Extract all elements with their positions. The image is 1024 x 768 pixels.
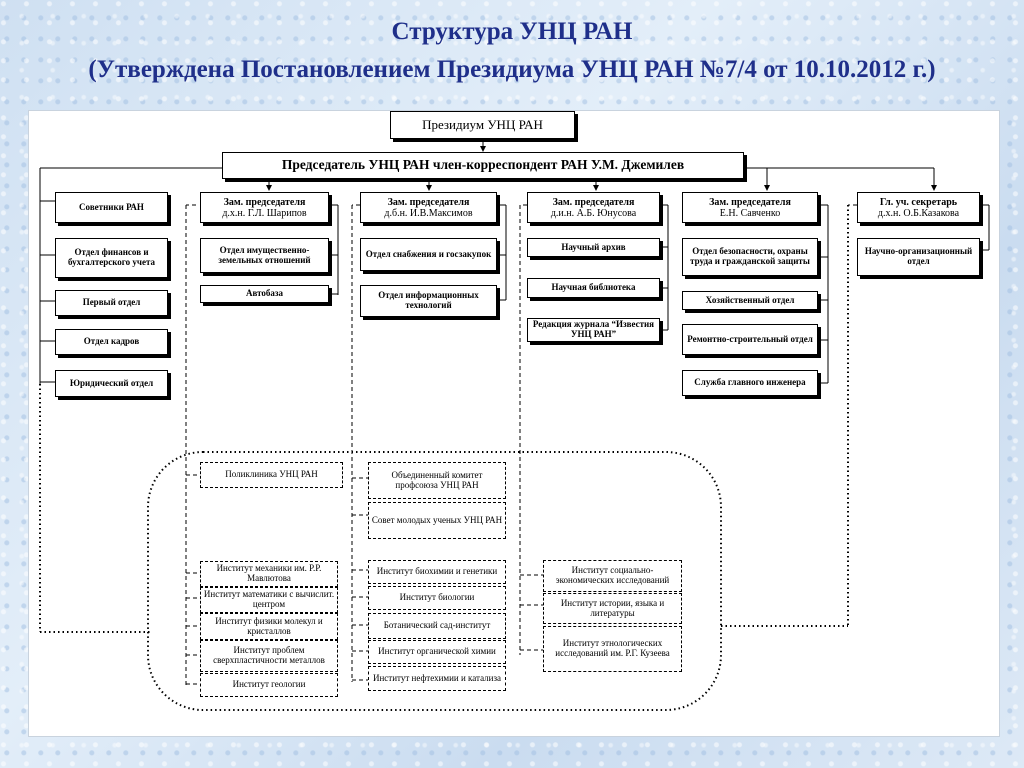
slide-title: Структура УНЦ РАН [391, 18, 633, 45]
institute-label: Институт этнологических исследований им.… [555, 638, 670, 658]
institute-box: Институт нефтехимии и катализа [368, 666, 506, 691]
deputy-title: Зам. председателя [709, 196, 791, 208]
unit-box: Отдел безопасности, охраны труда и гражд… [682, 238, 818, 276]
unit-label: Хозяйственный отдел [705, 294, 795, 305]
unit-label: Редакция журнала “Известия УНЦ РАН” [532, 319, 655, 339]
unit-box: Научный архив [527, 238, 660, 257]
unit-box: Редакция журнала “Известия УНЦ РАН” [527, 318, 660, 342]
secretary-box: Гл. уч. секретарь д.х.н. О.Б.Казакова [857, 192, 980, 223]
institute-label: Институт физики молекул и кристаллов [215, 615, 323, 636]
unit-box: Ремонтно-строительный отдел [682, 324, 818, 355]
institute-box: Институт этнологических исследований им.… [543, 626, 682, 672]
unit-label: Ремонтно-строительный отдел [687, 333, 813, 344]
unit-label: Автобаза [245, 288, 284, 299]
left-box-label: Советники РАН [79, 201, 144, 212]
institute-label: Институт геологии [232, 679, 306, 690]
presidium-label: Президиум УНЦ РАН [422, 116, 543, 132]
deputy-box-sharipov: Зам. председателя д.х.н. Г.Л. Шарипов [200, 192, 329, 223]
institute-box: Институт геологии [200, 673, 338, 697]
institute-box: Институт органической химии [368, 640, 506, 664]
left-box-label: Юридический отдел [69, 377, 154, 388]
institute-box: Институт физики молекул и кристаллов [200, 613, 338, 640]
unit-box: Отдел имущественно-земельных отношений [200, 238, 329, 273]
unit-label: Служба главного инженера [694, 377, 806, 388]
deputy-name: д.х.н. Г.Л. Шарипов [222, 207, 307, 219]
institute-box: Институт биохимии и генетики [368, 560, 506, 584]
left-box-first-dept: Первый отдел [55, 290, 168, 316]
institute-label: Институт социально-экономических исследо… [555, 565, 670, 585]
left-box-label: Отдел финансов и бухгалтерского учета [67, 247, 156, 267]
unit-label: Отдел безопасности, охраны труда и гражд… [690, 246, 810, 266]
institute-label: Ботанический сад-институт [383, 620, 491, 631]
institute-label: Институт биологии [399, 592, 475, 603]
chart-panel [28, 110, 1000, 737]
institute-label: Институт механики им. Р.Р. Мавлютова [216, 563, 322, 583]
institute-box: Институт социально-экономических исследо… [543, 560, 682, 592]
deputy-name: д.б.н. И.В.Максимов [384, 207, 473, 219]
deputy-title: Зам. председателя [223, 196, 306, 208]
institute-label: Институт нефтехимии и катализа [372, 672, 502, 683]
institute-label: Институт биохимии и генетики [376, 566, 498, 577]
presidium-box: Президиум УНЦ РАН [390, 111, 575, 139]
chairman-label: Председатель УНЦ РАН член-корреспондент … [281, 157, 685, 173]
deputy-name: Е.Н. Савченко [719, 207, 781, 219]
affiliated-box: Совет молодых ученых УНЦ РАН [368, 502, 506, 539]
secretary-name: д.х.н. О.Б.Казакова [877, 207, 960, 219]
unit-box: Научная библиотека [527, 278, 660, 298]
unit-label: Отдел информационных технологий [378, 290, 479, 310]
unit-label: Научно-организационный отдел [864, 246, 973, 266]
unit-box: Автобаза [200, 285, 329, 303]
institute-box: Ботанический сад-институт [368, 613, 506, 639]
unit-label: Отдел имущественно-земельных отношений [218, 244, 311, 265]
unit-box: Хозяйственный отдел [682, 291, 818, 310]
deputy-box-yunusova: Зам. председателя д.и.н. А.Б. Юнусова [527, 192, 660, 223]
unit-box: Научно-организационный отдел [857, 238, 980, 276]
affiliated-label: Поликлиника УНЦ РАН [225, 469, 318, 480]
left-box-finance: Отдел финансов и бухгалтерского учета [55, 238, 168, 278]
left-box-advisers: Советники РАН [55, 192, 168, 223]
deputy-title: Зам. председателя [387, 196, 470, 208]
unit-box: Отдел информационных технологий [360, 285, 497, 317]
unit-label: Научный архив [561, 241, 626, 252]
unit-label: Научная библиотека [551, 282, 636, 293]
left-box-hr: Отдел кадров [55, 329, 168, 355]
affiliated-label: Совет молодых ученых УНЦ РАН [371, 514, 503, 525]
institute-box: Институт истории, языка и литературы [543, 593, 682, 624]
deputy-box-maksimov: Зам. председателя д.б.н. И.В.Максимов [360, 192, 497, 223]
institute-label: Институт математики с вычислит. центром [203, 589, 335, 609]
deputy-name: д.и.н. А.Б. Юнусова [550, 207, 637, 219]
unit-box: Служба главного инженера [682, 370, 818, 396]
left-box-label: Отдел кадров [83, 336, 140, 347]
chairman-box: Председатель УНЦ РАН член-корреспондент … [222, 152, 744, 179]
secretary-title: Гл. уч. секретарь [879, 196, 958, 208]
deputy-title: Зам. председателя [552, 196, 635, 208]
institute-label: Институт истории, языка и литературы [560, 597, 665, 618]
left-box-legal: Юридический отдел [55, 370, 168, 397]
unit-box: Отдел снабжения и госзакупок [360, 238, 497, 271]
affiliated-label: Объединенный комитет профсоюза УНЦ РАН [391, 469, 483, 490]
left-box-label: Первый отдел [82, 297, 141, 308]
institute-label: Институт проблем сверхпластичности метал… [213, 645, 325, 665]
affiliated-box: Объединенный комитет профсоюза УНЦ РАН [368, 462, 506, 499]
affiliated-box: Поликлиника УНЦ РАН [200, 462, 343, 488]
deputy-box-savchenko: Зам. председателя Е.Н. Савченко [682, 192, 818, 223]
institute-box: Институт механики им. Р.Р. Мавлютова [200, 561, 338, 587]
institute-box: Институт биологии [368, 586, 506, 610]
institute-label: Институт органической химии [378, 646, 496, 657]
unit-label: Отдел снабжения и госзакупок [365, 248, 492, 259]
institute-box: Институт математики с вычислит. центром [200, 587, 338, 613]
slide-subtitle: (Утверждена Постановлением Президиума УН… [88, 56, 936, 83]
institute-box: Институт проблем сверхпластичности метал… [200, 640, 338, 672]
